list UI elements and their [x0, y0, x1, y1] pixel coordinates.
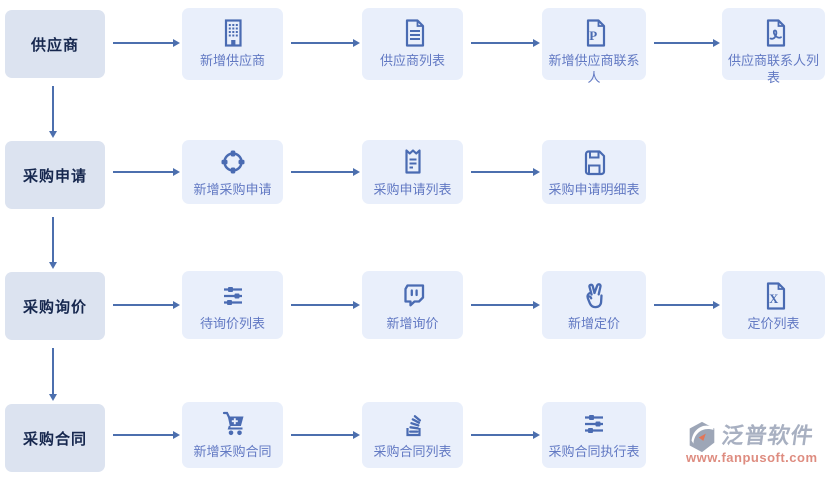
step-label: 采购申请列表 [373, 182, 452, 197]
stage-label: 供应商 [30, 36, 79, 54]
stage-purchase-request[interactable]: 采购申请 [5, 141, 105, 209]
arrow-right [113, 301, 180, 309]
step-label: 新增采购申请 [193, 182, 272, 197]
step-label: 新增询价 [386, 316, 439, 331]
brand-watermark: 泛普软件 www.fanpusoft.com [682, 412, 828, 472]
step-label: 供应商联系人列表 [727, 53, 819, 85]
arrow-down [49, 86, 57, 138]
step-label: 新增供应商联系人 [548, 53, 640, 85]
step-add-purchase-request[interactable]: 新增采购申请 [182, 140, 283, 204]
svg-text:P: P [589, 28, 597, 43]
step-add-pricing[interactable]: 新增定价 [542, 271, 646, 339]
sliders-icon [217, 280, 249, 312]
step-pending-inquiry-list[interactable]: 待询价列表 [182, 271, 283, 339]
step-label: 定价列表 [747, 316, 800, 331]
step-label: 新增供应商 [199, 53, 265, 68]
stacked-bars-icon [397, 408, 429, 440]
step-purchase-request-detail[interactable]: 采购申请明细表 [542, 140, 646, 204]
arrow-right [113, 39, 180, 47]
file-lines-icon [397, 17, 429, 49]
arrow-right [471, 39, 540, 47]
brand-name: 泛普软件 [720, 423, 816, 448]
building-icon [217, 17, 249, 49]
save-icon [578, 146, 610, 178]
stage-supplier[interactable]: 供应商 [5, 10, 105, 78]
step-pricing-list[interactable]: X 定价列表 [722, 271, 825, 339]
file-p-icon: P [578, 17, 610, 49]
arrow-right [291, 168, 360, 176]
arrow-right [291, 39, 360, 47]
arrow-right [471, 168, 540, 176]
stage-purchase-inquiry[interactable]: 采购询价 [5, 272, 105, 340]
step-add-purchase-contract[interactable]: 新增采购合同 [182, 402, 283, 468]
arrow-right [291, 301, 360, 309]
file-pdf-icon [758, 17, 790, 49]
step-purchase-request-list[interactable]: 采购申请列表 [362, 140, 463, 204]
step-label: 新增定价 [567, 316, 620, 331]
step-add-supplier-contact[interactable]: P 新增供应商联系人 [542, 8, 646, 85]
step-supplier-contact-list[interactable]: 供应商联系人列表 [722, 8, 825, 85]
svg-text:X: X [769, 292, 778, 306]
arrow-right [113, 431, 180, 439]
arrow-down [49, 217, 57, 269]
step-label: 采购合同执行表 [548, 444, 640, 459]
step-add-supplier[interactable]: 新增供应商 [182, 8, 283, 80]
file-x-icon: X [758, 280, 790, 312]
receipt-icon [397, 146, 429, 178]
arrow-right [654, 39, 720, 47]
arrow-down [49, 348, 57, 401]
crosshair-icon [217, 146, 249, 178]
arrow-right [291, 431, 360, 439]
arrow-right [654, 301, 720, 309]
step-purchase-contract-list[interactable]: 采购合同列表 [362, 402, 463, 468]
step-add-inquiry[interactable]: 新增询价 [362, 271, 463, 339]
cart-plus-icon [217, 408, 249, 440]
arrow-right [471, 431, 540, 439]
stage-purchase-contract[interactable]: 采购合同 [5, 404, 105, 472]
step-label: 新增采购合同 [193, 444, 272, 459]
step-supplier-list[interactable]: 供应商列表 [362, 8, 463, 80]
step-purchase-contract-execution[interactable]: 采购合同执行表 [542, 402, 646, 468]
fanpu-logo-icon [684, 418, 720, 456]
step-label: 采购合同列表 [373, 444, 452, 459]
arrow-right [471, 301, 540, 309]
stage-label: 采购合同 [22, 430, 87, 448]
step-label: 待询价列表 [199, 316, 265, 331]
stage-label: 采购申请 [22, 167, 87, 185]
stage-label: 采购询价 [22, 298, 87, 316]
sliders-icon [578, 408, 610, 440]
step-label: 采购申请明细表 [548, 182, 640, 197]
brand-url-link[interactable]: www.fanpusoft.com [686, 450, 818, 465]
arrow-right [113, 168, 180, 176]
chat-bubble-icon [397, 280, 429, 312]
victory-hand-icon [578, 280, 610, 312]
step-label: 供应商列表 [379, 53, 445, 68]
